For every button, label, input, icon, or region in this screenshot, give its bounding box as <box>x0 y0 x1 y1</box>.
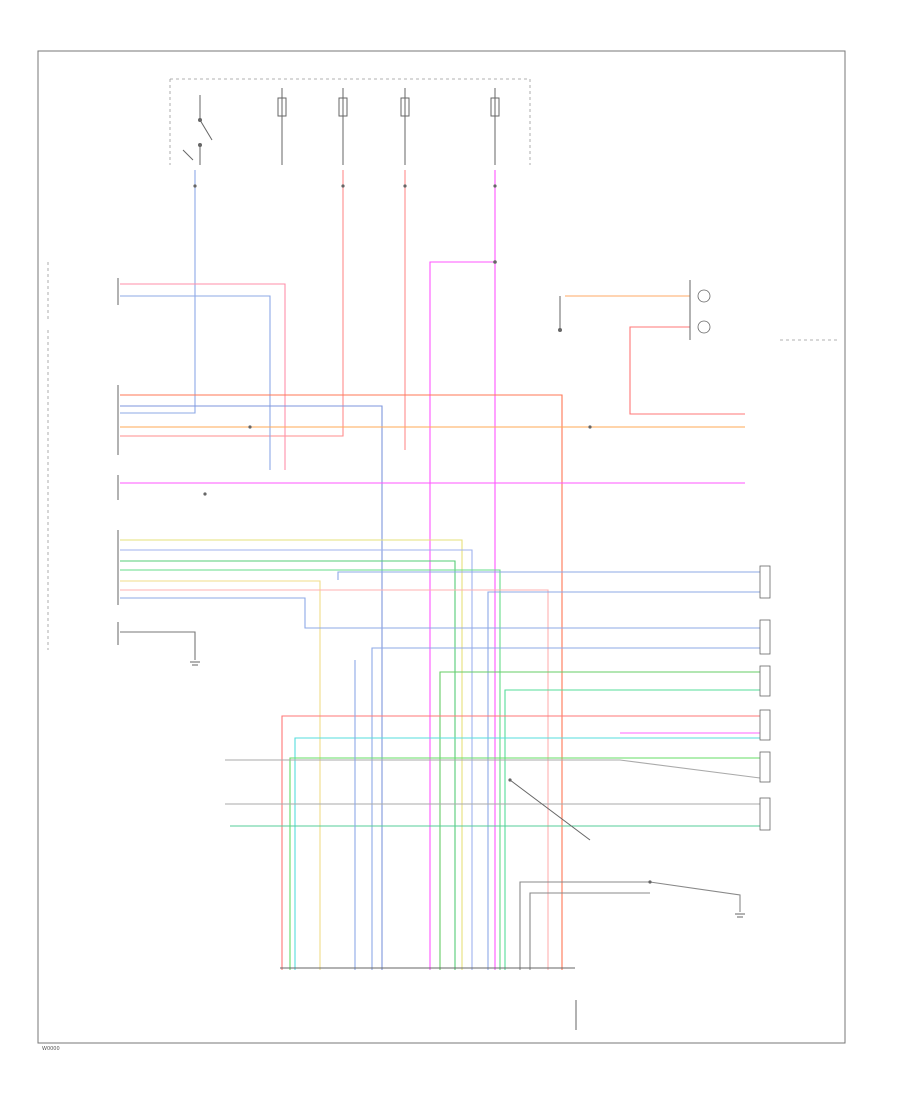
wire-pink-2 <box>120 589 549 970</box>
right-speaker-connectors <box>759 565 771 831</box>
ground-icon-left <box>190 661 200 666</box>
leader-line <box>509 779 591 841</box>
wire-yellow-2 <box>120 580 321 970</box>
splice-dots <box>193 184 652 884</box>
wire-red-spk <box>281 715 760 970</box>
wire-blue-2 <box>120 549 473 970</box>
wire-green-spk-1 <box>439 671 760 970</box>
wire-runs <box>120 170 761 970</box>
wire-gray-ground <box>519 881 741 970</box>
bottom-connector-row <box>280 967 577 1030</box>
wire-red-orange <box>120 394 563 970</box>
wire-blue-spk-3 <box>371 647 760 970</box>
wire-blue-bus <box>120 405 383 970</box>
figure-id: W0000 <box>42 1046 60 1052</box>
wire-blue-3 <box>120 597 760 629</box>
fuse-block-top <box>169 78 531 165</box>
wire-green-1 <box>120 560 456 970</box>
wire-ground-left <box>120 631 196 660</box>
wire-pink-top <box>120 283 286 470</box>
wire-pink-top-2 <box>120 295 271 470</box>
wire-green-2 <box>120 569 501 970</box>
wire-blue-switch <box>120 170 196 414</box>
wire-red-fuse-1 <box>120 170 344 437</box>
wire-magenta-2 <box>429 261 495 970</box>
wire-blue-spk-1 <box>337 571 760 580</box>
diagram-frame <box>37 50 846 1044</box>
wire-red-right-loop <box>629 326 745 415</box>
right-relay <box>558 280 840 341</box>
wire-blue-spk-2 <box>487 591 760 970</box>
wire-cyan-spk <box>294 737 760 970</box>
left-module-connector <box>47 262 119 650</box>
wire-yellow-1 <box>120 539 463 970</box>
wire-gray-ground-2 <box>529 892 650 970</box>
wire-gray-spk <box>225 759 761 779</box>
wire-green-spk-3 <box>289 757 760 970</box>
wire-green-spk-2 <box>504 689 760 970</box>
ground-icon-bottom <box>735 913 745 918</box>
